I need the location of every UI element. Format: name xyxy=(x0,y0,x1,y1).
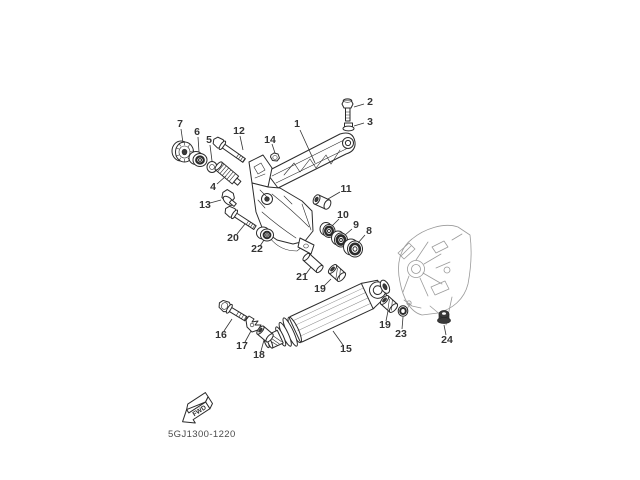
part-bearing-8 xyxy=(343,238,363,258)
callout-leader-7 xyxy=(180,128,184,144)
callout-leader-6 xyxy=(197,136,200,153)
part-bolt-2 xyxy=(341,98,354,122)
part-clip-17 xyxy=(245,315,262,333)
callout-leader-19a xyxy=(323,278,332,287)
callout-number-24: 24 xyxy=(441,334,453,346)
callout-leader-17 xyxy=(244,330,252,343)
callout-number-15: 15 xyxy=(340,343,352,355)
callout-number-11: 11 xyxy=(340,183,351,195)
part-nut-22 xyxy=(256,226,274,242)
engine-case-outline xyxy=(397,224,472,326)
fwd-arrow-icon: FWD xyxy=(182,392,213,424)
callout-number-17: 17 xyxy=(236,340,248,352)
part-nut-3 xyxy=(342,122,355,132)
part-nut-14 xyxy=(270,152,280,162)
part-shock-absorber-15 xyxy=(263,279,391,349)
callout-number-18: 18 xyxy=(253,349,265,361)
callout-number-14: 14 xyxy=(264,134,276,146)
callout-number-4: 4 xyxy=(210,181,216,193)
callout-leader-12 xyxy=(239,135,244,151)
callout-leader-20 xyxy=(236,223,246,235)
callout-leader-16 xyxy=(223,318,233,332)
callout-leader-22 xyxy=(259,239,265,247)
callout-leader-1 xyxy=(299,129,316,164)
part-bolt-13 xyxy=(221,189,237,207)
callout-number-8: 8 xyxy=(366,225,372,237)
part-adjuster-4 xyxy=(214,161,242,186)
part-washer-5 xyxy=(206,161,218,173)
callout-number-10: 10 xyxy=(337,209,349,221)
callout-leader-23 xyxy=(401,316,404,330)
callout-leader-5 xyxy=(209,144,213,162)
part-collar-6 xyxy=(188,151,208,167)
callout-leader-24 xyxy=(443,324,447,336)
callout-number-19b: 19 xyxy=(379,319,391,331)
callout-leader-19b xyxy=(385,310,389,322)
fiche-code-label: 5GJ1300-1220 xyxy=(168,429,236,440)
callout-number-1: 1 xyxy=(294,118,300,130)
callout-leader-4 xyxy=(216,175,227,185)
callout-number-6: 6 xyxy=(194,126,200,138)
callout-number-20: 20 xyxy=(227,232,239,244)
callout-leader-18 xyxy=(260,339,265,352)
part-bolt-12 xyxy=(212,136,246,163)
part-bushing-18 xyxy=(256,325,274,343)
callout-number-16: 16 xyxy=(215,329,227,341)
callout-leader-15 xyxy=(332,330,344,346)
part-collar-11 xyxy=(312,194,332,210)
callout-leader-2 xyxy=(353,103,365,108)
callout-leader-13 xyxy=(209,199,222,204)
callout-leader-21 xyxy=(305,266,312,275)
callout-number-7: 7 xyxy=(177,118,183,130)
part-nut-24 xyxy=(437,310,451,324)
callout-number-23: 23 xyxy=(395,328,407,340)
part-bracket-1 xyxy=(248,132,356,255)
callout-number-21: 21 xyxy=(296,271,308,283)
callout-number-13: 13 xyxy=(199,199,211,211)
callout-number-3: 3 xyxy=(367,116,373,128)
callout-leader-9 xyxy=(344,228,353,236)
part-bolt-16 xyxy=(218,299,248,322)
callout-leader-10 xyxy=(331,218,340,227)
part-bushing-19-lower xyxy=(379,295,399,313)
part-washer-23 xyxy=(397,305,409,317)
callout-number-5: 5 xyxy=(206,134,212,146)
callout-leader-3 xyxy=(353,122,365,127)
callout-number-9: 9 xyxy=(353,219,359,231)
part-bolt-20 xyxy=(224,205,257,230)
callout-number-12: 12 xyxy=(233,125,245,137)
callout-number-19a: 19 xyxy=(314,283,326,295)
callout-leader-14 xyxy=(271,143,276,154)
callout-number-2: 2 xyxy=(367,96,373,108)
callout-leader-8 xyxy=(357,234,366,244)
part-bushing-19-upper xyxy=(327,264,347,282)
part-collar-21 xyxy=(302,252,324,274)
callout-leader-11 xyxy=(327,191,341,200)
callout-number-22: 22 xyxy=(251,243,263,255)
